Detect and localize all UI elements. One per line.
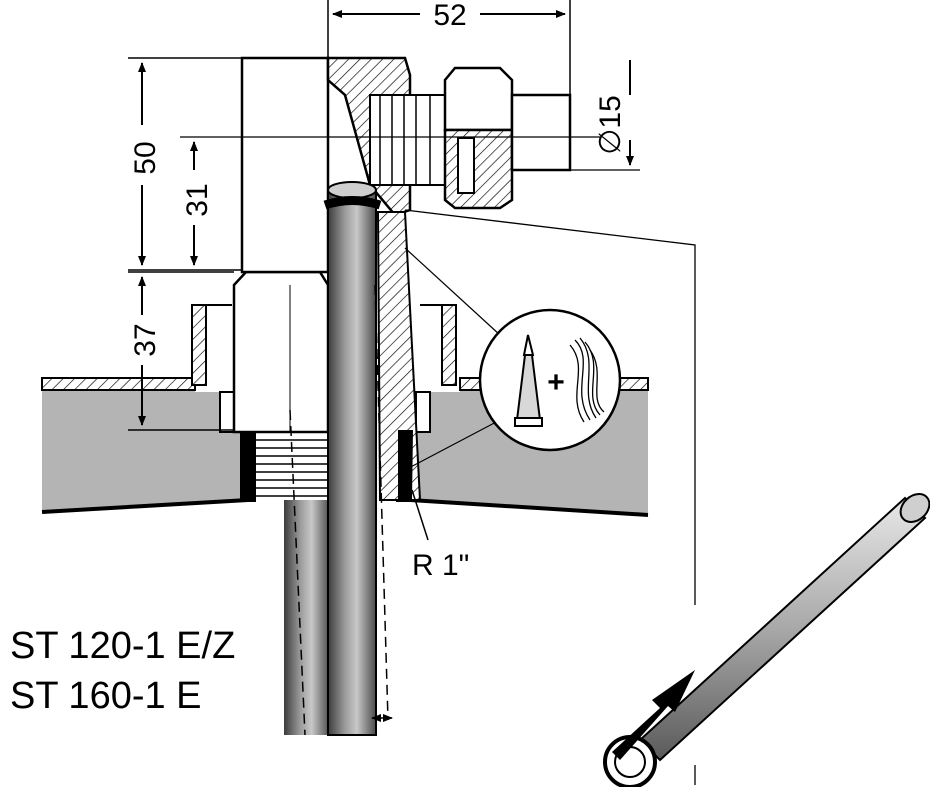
dimension-31: 31 [180,136,600,266]
model-label-2: ST 160-1 E [10,675,202,717]
thread-size-label: R 1" [411,489,469,582]
dimension-50-label: 50 [129,141,162,174]
sealant-tube-icon [514,334,543,427]
detail-leader [404,209,696,785]
sealant-callout: + [404,247,622,471]
callout-plus: + [547,366,565,399]
side-connector [369,66,572,210]
direction-arrow-icon [612,670,695,760]
hex-nut-lower [232,270,330,434]
dimension-37: 37 [128,271,234,431]
inner-tube-wall [376,211,422,501]
dimension-31-label: 31 [181,183,214,216]
rod-detail [603,493,930,787]
dimension-52: 52 [327,0,571,95]
dimension-diameter-15-label: ∅15 [594,95,627,155]
hemp-fiber-icon [569,337,605,423]
thread-label-text: R 1" [412,549,469,582]
model-label-1: ST 120-1 E/Z [10,625,235,667]
dimension-diameter-15: ∅15 [570,60,640,171]
dimension-50: 50 [128,57,242,271]
welded-socket [191,304,457,433]
dimension-52-label: 52 [433,0,466,32]
dimension-37-label: 37 [129,323,162,356]
sensor-pipe [284,181,382,736]
model-labels: ST 120-1 E/Z ST 160-1 E [8,618,280,718]
